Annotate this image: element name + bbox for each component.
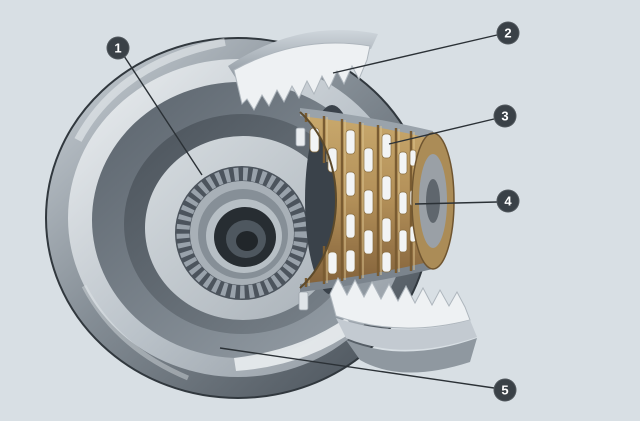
drum-highlight <box>74 38 226 142</box>
callout-3: 3 <box>493 104 517 128</box>
splined-hub <box>175 166 309 300</box>
drum-cutaway-top <box>228 30 378 111</box>
cutaway-shell-bottom-2 <box>346 338 477 373</box>
spline-teeth <box>176 167 308 299</box>
drum-far-rim-top <box>300 108 433 139</box>
rim-cut-edge <box>234 318 355 371</box>
cutaway-serration-bottom <box>329 276 471 329</box>
cutaway-serration-top <box>233 42 371 111</box>
drum-far-rim-bottom <box>300 261 433 292</box>
callout-2: 2 <box>496 21 520 45</box>
drum-cutaway-bottom <box>234 276 477 373</box>
drum-tab-slot-top <box>295 127 306 147</box>
drum-tab-slot-bottom <box>298 291 309 311</box>
cutaway-shell-bottom-1 <box>336 318 477 350</box>
callout-5: 5 <box>493 378 517 402</box>
leader-lines <box>123 34 498 389</box>
plate-slots <box>309 127 417 275</box>
pack-end-cap <box>411 132 455 270</box>
callout-1: 1 <box>106 36 130 60</box>
callout-4: 4 <box>496 189 520 213</box>
cutaway-shell-top <box>228 30 378 80</box>
clutch-plate-pack <box>299 108 455 292</box>
